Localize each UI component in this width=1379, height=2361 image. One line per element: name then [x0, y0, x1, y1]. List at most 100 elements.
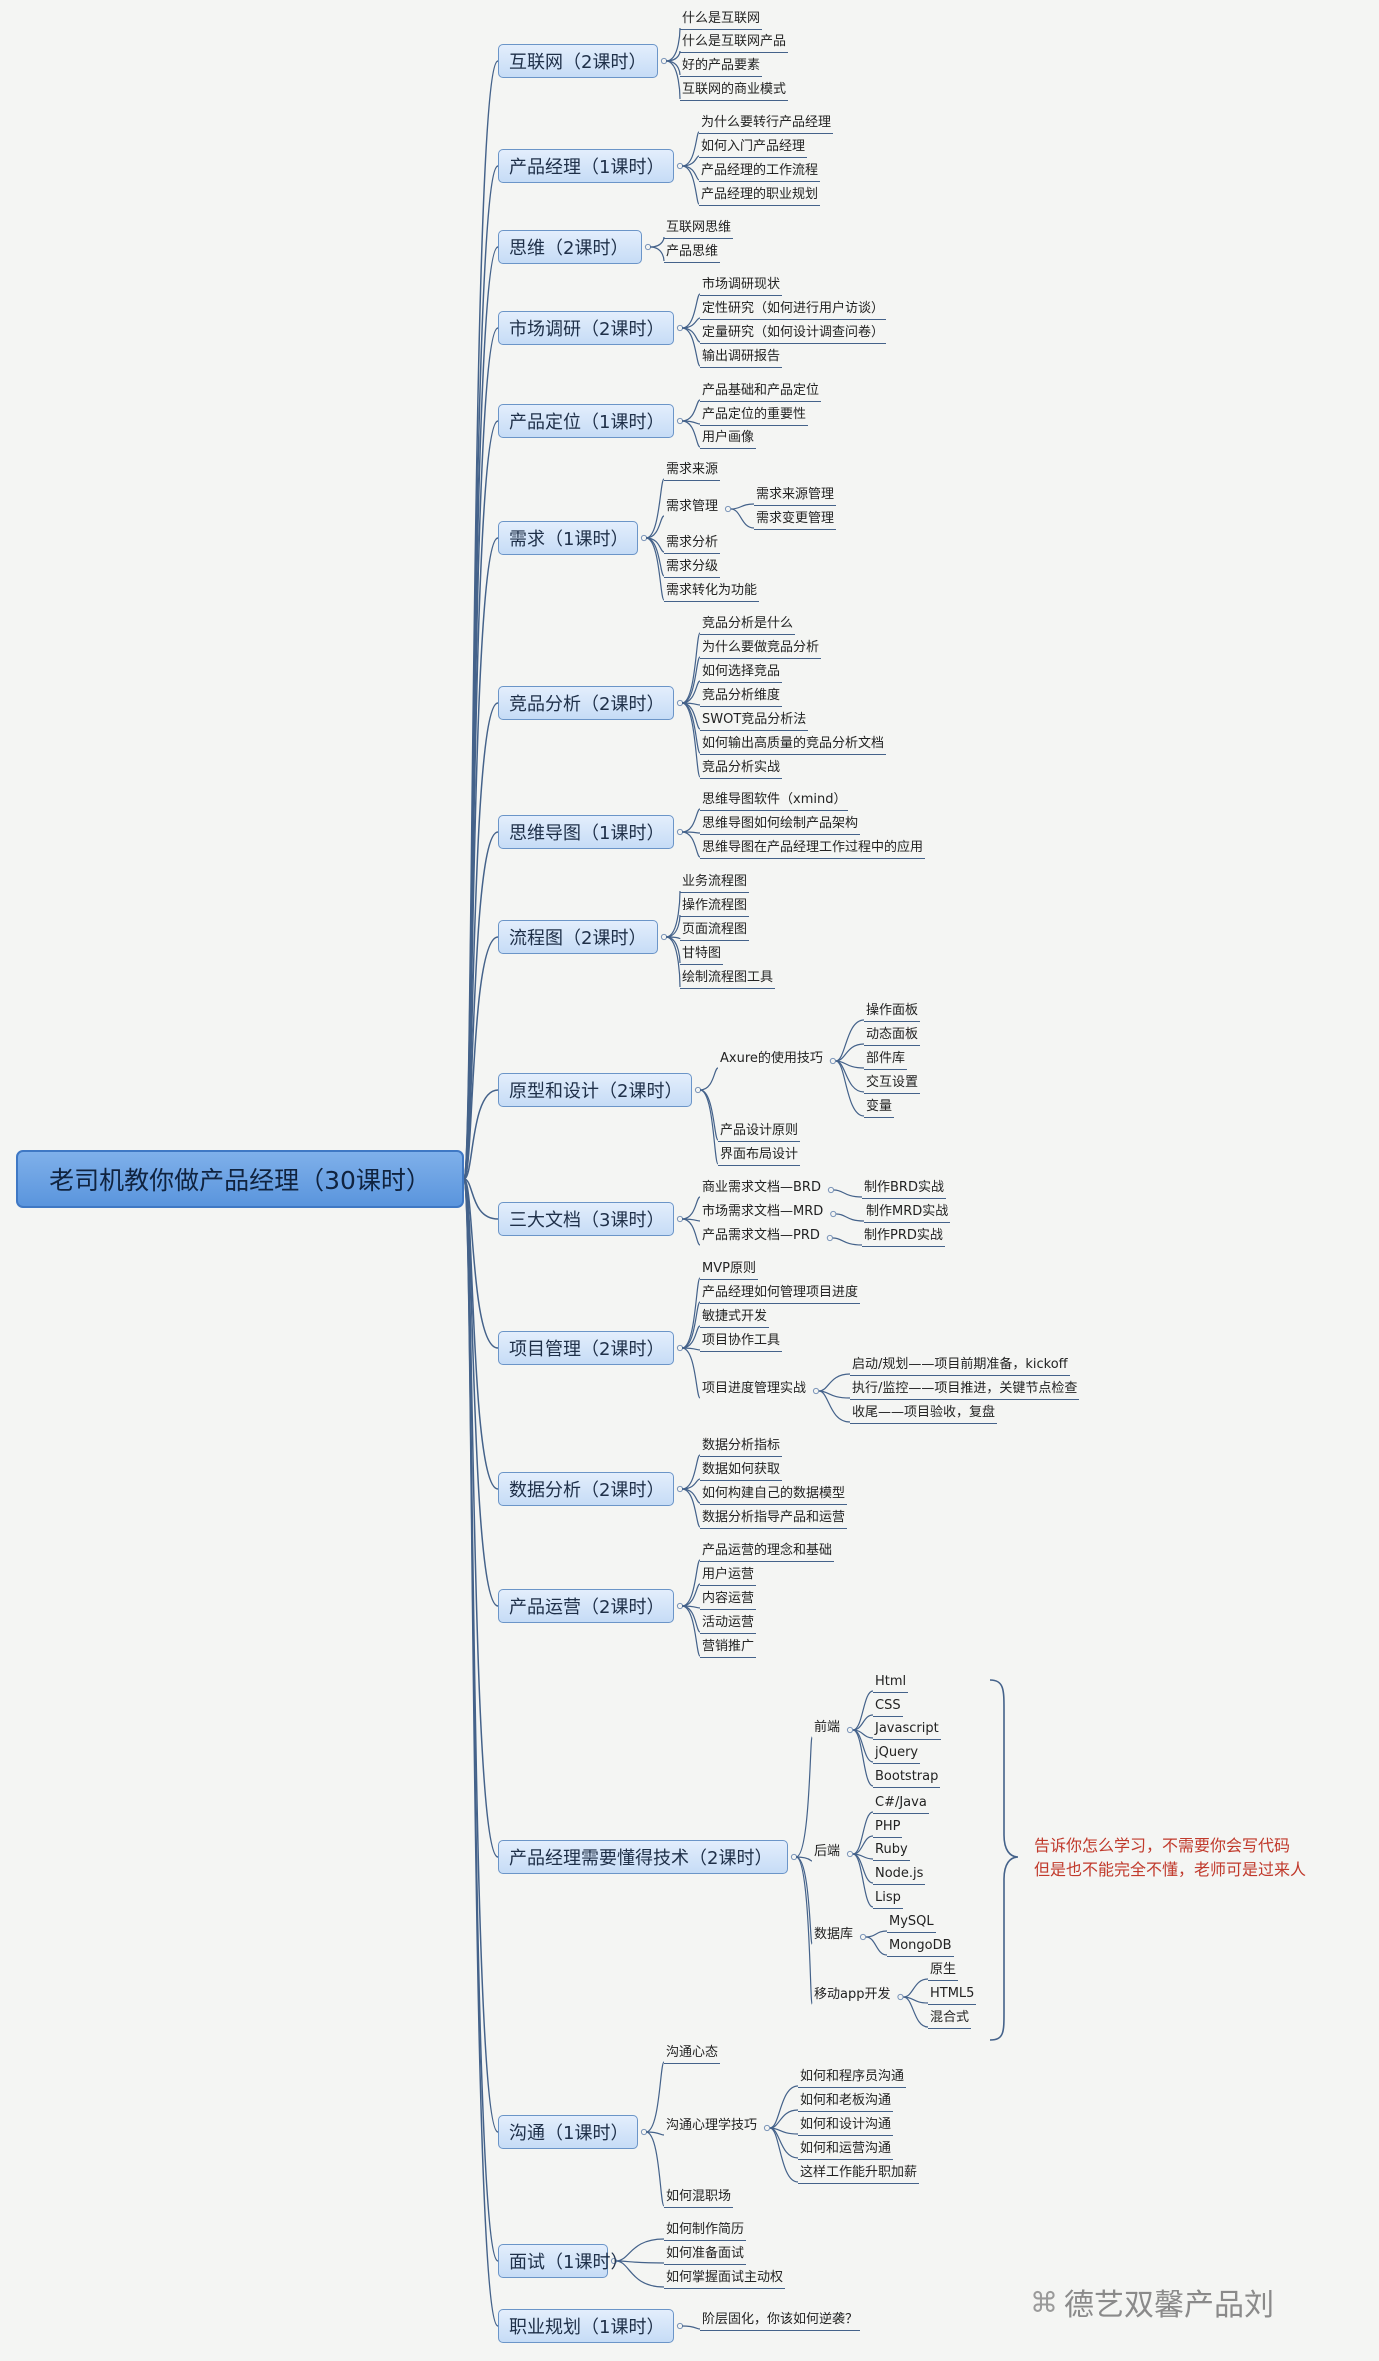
- connector: [818, 1390, 851, 1399]
- connector: [681, 808, 701, 833]
- subtopic: 阶层固化，你该如何逆袭？: [700, 2312, 861, 2331]
- collapse-toggle-icon: [644, 243, 652, 251]
- sub-subtopic: 如何和老板沟通: [798, 2093, 894, 2112]
- collapse-toggle-icon: [846, 1850, 854, 1858]
- connector: [681, 1347, 701, 1399]
- watermark-text: 德艺双馨产品刘: [1064, 2288, 1274, 2323]
- sub-subtopic: jQuery: [873, 1745, 921, 1764]
- connector: [832, 1237, 863, 1246]
- sub-subtopic: MongoDB: [887, 1938, 954, 1957]
- connector: [681, 1347, 701, 1351]
- topic-9: 流程图（2课时）: [498, 920, 658, 954]
- topic-15: 产品经理需要懂得技术（2课时）: [498, 1840, 788, 1874]
- connector: [681, 293, 701, 329]
- connector: [645, 478, 665, 539]
- connector: [769, 2127, 799, 2159]
- subtopic: 输出调研报告: [700, 349, 783, 368]
- sub-subtopic: 如何和运营沟通: [798, 2141, 894, 2160]
- subtopic: 活动运营: [700, 1615, 757, 1634]
- subtopic: 沟通心态: [664, 2045, 721, 2064]
- connector: [865, 1936, 888, 1956]
- topic-3: 思维（2课时）: [498, 230, 642, 264]
- connector: [833, 1189, 863, 1198]
- collapse-toggle-icon: [676, 1602, 684, 1610]
- subtopic-parent: 后端: [814, 1844, 841, 1859]
- sub-subtopic: Node.js: [873, 1866, 926, 1885]
- subtopic: 为什么要转行产品经理: [699, 115, 834, 134]
- collapse-toggle-icon: [812, 1387, 820, 1395]
- connector: [903, 1978, 929, 1998]
- topic-6: 需求（1课时）: [498, 521, 638, 555]
- subtopic: SWOT竞品分析法: [700, 712, 809, 731]
- connector: [853, 1853, 874, 1860]
- sub-subtopic: C#/Java: [873, 1795, 929, 1814]
- connector: [699, 1089, 719, 1165]
- collapse-toggle-icon: [640, 534, 648, 542]
- sub-subtopic: 制作MRD实战: [864, 1204, 951, 1223]
- subtopic: 思维导图软件（xmind）: [700, 792, 849, 811]
- sub-subtopic: Html: [873, 1674, 909, 1693]
- connector: [681, 1488, 701, 1528]
- connector: [463, 1178, 499, 1607]
- sub-subtopic: 启动/规划——项目前期准备，kickoff: [850, 1357, 1070, 1376]
- subtopic: 需求分析: [664, 535, 721, 554]
- sub-subtopic: 这样工作能升职加薪: [798, 2165, 920, 2184]
- collapse-toggle-icon: [640, 2128, 648, 2136]
- sub-subtopic: 如何和程序员沟通: [798, 2069, 907, 2088]
- collapse-toggle-icon: [830, 1210, 837, 1218]
- connector: [852, 1811, 874, 1855]
- topic-2: 产品经理（1课时）: [498, 149, 674, 183]
- collapse-toggle-icon: [676, 417, 684, 425]
- subtopic: 产品基础和产品定位: [700, 383, 822, 402]
- connector: [665, 914, 681, 938]
- connector: [852, 1714, 874, 1731]
- connector: [645, 2131, 665, 2207]
- connector: [463, 1178, 499, 1490]
- collapse-toggle-icon: [790, 1853, 798, 1861]
- collapse-toggle-icon: [676, 828, 684, 836]
- sub-subtopic: 交互设置: [864, 1075, 921, 1094]
- wechat-logo-icon: ⌘: [1030, 2285, 1058, 2319]
- connector: [665, 936, 681, 940]
- collapse-toggle-icon: [829, 1057, 836, 1065]
- connector: [681, 831, 701, 858]
- subtopic: 产品经理的职业规划: [699, 187, 821, 206]
- connector: [681, 1605, 701, 1657]
- subtopic: 数据分析指导产品和运营: [700, 1510, 848, 1529]
- connector: [463, 1178, 499, 1220]
- collapse-toggle-icon: [846, 1726, 854, 1734]
- connector: [681, 1218, 701, 1222]
- topic-16: 沟通（1课时）: [498, 2115, 638, 2149]
- connector: [463, 936, 499, 1180]
- topic-5: 产品定位（1课时）: [498, 404, 674, 438]
- subtopic-parent: 移动app开发: [814, 1987, 891, 2002]
- connector: [681, 1605, 701, 1609]
- connector: [463, 60, 499, 1180]
- collapse-toggle-icon: [676, 1485, 684, 1493]
- subtopic: 产品定位的重要性: [700, 407, 809, 426]
- sub-subtopic: 动态面板: [864, 1027, 921, 1046]
- sub-subtopic: 原生: [928, 1962, 959, 1981]
- connector: [681, 1196, 701, 1220]
- connector: [463, 1178, 499, 1858]
- subtopic: 如何构建自己的数据模型: [700, 1486, 848, 1505]
- topic-4: 市场调研（2课时）: [498, 311, 674, 345]
- connector: [852, 1853, 874, 1884]
- collapse-toggle-icon: [676, 2322, 684, 2330]
- subtopic: 定量研究（如何设计调查问卷）: [700, 325, 887, 344]
- subtopic: 如何混职场: [664, 2189, 734, 2208]
- subtopic-parent: Axure的使用技巧: [720, 1051, 823, 1066]
- connector: [699, 1089, 719, 1141]
- connector: [795, 1856, 813, 2005]
- connector: [852, 1729, 874, 1739]
- connector: [665, 936, 681, 988]
- watermark: ⌘德艺双馨产品刘: [1030, 2280, 1274, 2324]
- connector: [681, 702, 701, 754]
- sub-subtopic: 制作BRD实战: [862, 1180, 946, 1199]
- connector: [769, 2127, 799, 2135]
- connector: [681, 1325, 701, 1349]
- connector: [769, 2109, 799, 2129]
- subtopic: 界面布局设计: [718, 1147, 801, 1166]
- topic-18: 职业规划（1课时）: [498, 2309, 674, 2343]
- subtopic: 敏捷式开发: [700, 1309, 770, 1328]
